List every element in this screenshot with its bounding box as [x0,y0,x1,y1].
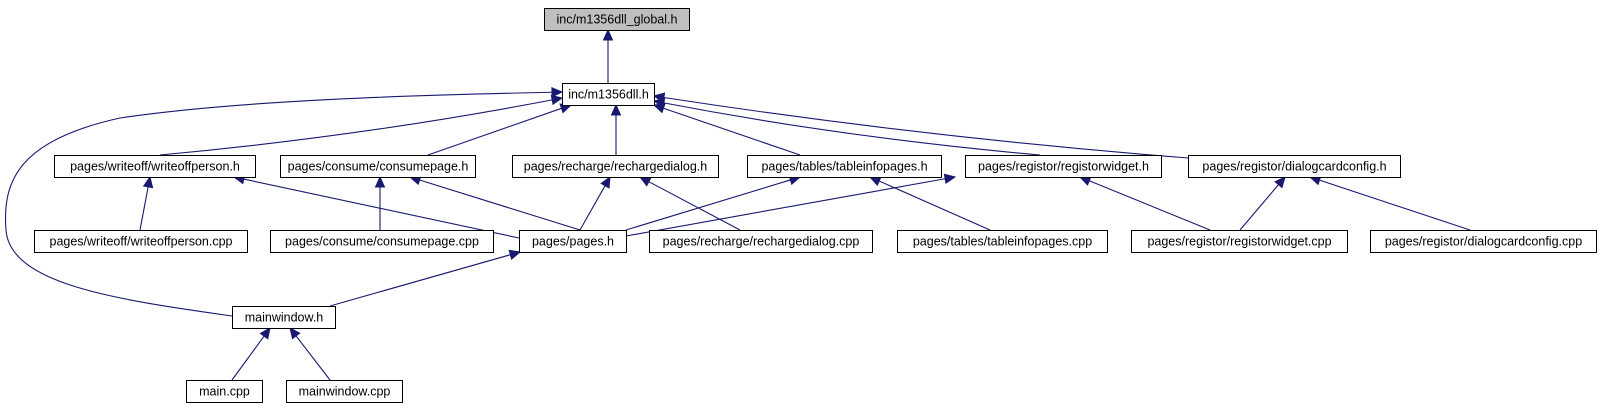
node-label-wo_cpp: pages/writeoff/writeoffperson.cpp [50,235,233,249]
edge-pages_h-to-wo_h [243,178,520,239]
edge-regw_h-to-dll [663,102,1041,156]
node-mw_h[interactable]: mainwindow.h [232,306,336,329]
node-tab_cpp[interactable]: pages/tables/tableinfopages.cpp [897,230,1108,253]
edge-arrowhead-rech_cpp-to-rech_h [638,176,652,187]
node-box-wo_cpp[interactable] [34,230,248,253]
edge-main_cpp-to-mw_h [231,335,265,381]
edge-arrowhead-wo_cpp-to-wo_h [142,175,154,189]
node-box-pages_h[interactable] [519,230,627,253]
node-label-dcc_cpp: pages/registor/dialogcardconfig.cpp [1385,235,1582,249]
edge-regw_cpp-to-dcc_h [1239,184,1279,231]
node-dll[interactable]: inc/m1356dll.h [562,83,655,106]
node-label-tab_cpp: pages/tables/tableinfopages.cpp [913,235,1092,249]
edge-pages_h-to-regw_h [625,178,946,237]
edge-arrowhead-regw_cpp-to-dcc_h [1274,176,1286,189]
node-box-tab_h[interactable] [747,155,942,178]
edge-arrowhead-mw_h-to-dll [551,86,564,98]
edge-mw_cpp-to-mw_h [295,335,331,381]
edge-arrowhead-rech_h-to-dll [610,103,622,116]
edge-wo_cpp-to-wo_h [139,186,149,231]
node-box-cons_cpp[interactable] [270,230,494,253]
edges-layer [4,28,1471,381]
edge-arrowhead-wo_h-to-dll [550,94,564,106]
node-label-rech_h: pages/recharge/rechargedialog.h [524,160,708,174]
node-label-cons_h: pages/consume/consumepage.h [288,160,469,174]
node-label-regw_h: pages/registor/registorwidget.h [978,160,1149,174]
node-label-main_cpp: main.cpp [199,385,250,399]
edge-arrowhead-main_cpp-to-mw_h [259,327,271,340]
node-rech_h[interactable]: pages/recharge/rechargedialog.h [512,155,719,178]
node-label-mw_h: mainwindow.h [245,311,324,325]
edge-dcc_cpp-to-dcc_h [1319,179,1471,231]
node-label-dll: inc/m1356dll.h [568,88,649,102]
node-box-regw_h[interactable] [965,155,1162,178]
edge-cons_h-to-dll [427,107,562,156]
node-box-dcc_h[interactable] [1188,155,1401,178]
edge-arrowhead-mw_h-to-pages_h [508,249,522,260]
node-box-mw_h[interactable] [232,306,336,329]
edge-dcc_h-to-dll [663,96,1189,159]
edge-mw_h-to-dll [4,91,553,317]
edge-pages_h-to-rech_h [579,185,606,231]
node-wo_h[interactable]: pages/writeoff/writeoffperson.h [54,155,256,178]
node-box-global [544,8,690,31]
edge-tab_cpp-to-tab_h [878,180,991,231]
edge-arrowhead-tab_cpp-to-tab_h [868,176,882,187]
node-global: inc/m1356dll_global.h [544,8,690,31]
node-mw_cpp[interactable]: mainwindow.cpp [286,380,403,403]
node-cons_cpp[interactable]: pages/consume/consumepage.cpp [270,230,494,253]
edge-regw_cpp-to-regw_h [1089,180,1211,231]
node-cons_h[interactable]: pages/consume/consumepage.h [280,155,476,178]
edge-wo_h-to-dll [159,99,553,156]
edge-arrowhead-pages_h-to-rech_h [600,175,611,189]
node-regw_h[interactable]: pages/registor/registorwidget.h [965,155,1162,178]
edge-mw_h-to-pages_h [329,254,511,307]
node-label-tab_h: pages/tables/tableinfopages.h [761,160,927,174]
node-box-rech_cpp[interactable] [649,230,873,253]
edge-arrowhead-mw_cpp-to-mw_h [289,327,301,340]
node-rech_cpp[interactable]: pages/recharge/rechargedialog.cpp [649,230,873,253]
node-box-main_cpp[interactable] [186,380,263,403]
edge-arrowhead-dcc_h-to-dll [652,92,666,103]
node-label-pages_h: pages/pages.h [532,235,614,249]
node-box-tab_cpp[interactable] [897,230,1108,253]
node-label-mw_cpp: mainwindow.cpp [299,385,391,399]
edge-arrowhead-cons_cpp-to-cons_h [374,175,386,188]
node-box-rech_h[interactable] [512,155,719,178]
node-main_cpp[interactable]: main.cpp [186,380,263,403]
node-dcc_h[interactable]: pages/registor/dialogcardconfig.h [1188,155,1401,178]
node-label-cons_cpp: pages/consume/consumepage.cpp [285,235,479,249]
edge-pages_h-to-tab_h [625,179,791,231]
node-box-dcc_cpp[interactable] [1370,230,1597,253]
nodes-layer: inc/m1356dll_global.h inc/m1356dll.h pages… [34,8,1597,403]
node-tab_h[interactable]: pages/tables/tableinfopages.h [747,155,942,178]
node-box-mw_cpp[interactable] [286,380,403,403]
node-dcc_cpp[interactable]: pages/registor/dialogcardconfig.cpp [1370,230,1597,253]
edge-arrowhead-dll-to-global [602,28,614,41]
node-box-wo_h[interactable] [54,155,256,178]
node-box-regw_cpp[interactable] [1131,230,1348,253]
node-box-cons_h[interactable] [280,155,476,178]
node-pages_h[interactable]: pages/pages.h [519,230,627,253]
edge-pages_h-to-cons_h [419,179,581,231]
edge-arrowhead-pages_h-to-regw_h [943,173,957,185]
node-label-wo_h: pages/writeoff/writeoffperson.h [70,160,240,174]
edge-rech_cpp-to-rech_h [648,181,741,231]
edge-tab_h-to-dll [663,107,801,156]
node-label-regw_cpp: pages/registor/registorwidget.cpp [1147,235,1331,249]
node-label-global: inc/m1356dll_global.h [557,13,678,27]
node-regw_cpp[interactable]: pages/registor/registorwidget.cpp [1131,230,1348,253]
node-wo_cpp[interactable]: pages/writeoff/writeoffperson.cpp [34,230,248,253]
node-box-dll[interactable] [562,83,655,106]
node-label-dcc_h: pages/registor/dialogcardconfig.h [1202,160,1386,174]
node-label-rech_cpp: pages/recharge/rechargedialog.cpp [663,235,860,249]
